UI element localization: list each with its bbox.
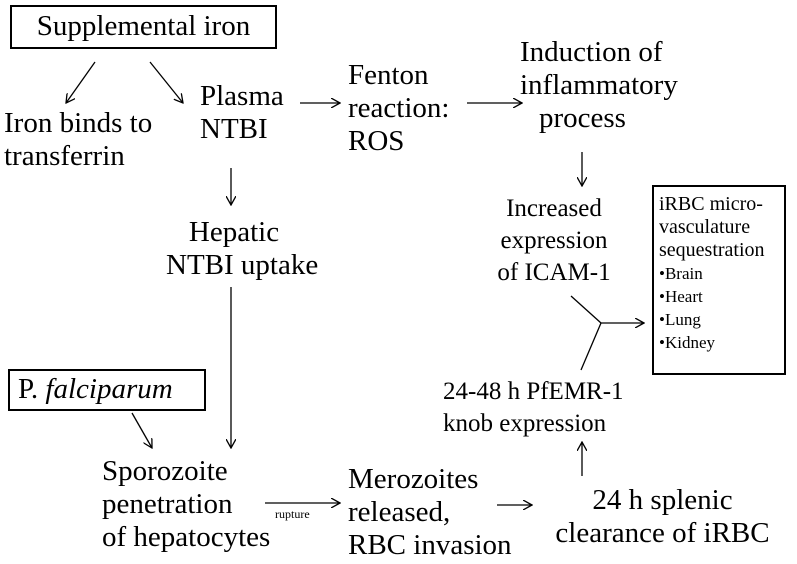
supplemental-iron-label: Supplemental iron xyxy=(36,10,251,42)
p-falciparum-label: P. falciparum xyxy=(10,371,204,406)
merozoites-line-1: Merozoites xyxy=(348,463,479,495)
sporozoite-line-3: of hepatocytes xyxy=(102,521,271,553)
junction-line-from-icam xyxy=(570,295,602,324)
sequestration-box: iRBC micro- vasculature sequestration •B… xyxy=(652,185,786,375)
splenic-line-2: clearance of iRBC xyxy=(555,517,770,549)
icam-line-2: expression xyxy=(500,227,608,254)
icam-expression-node: Increased expression of ICAM-1 xyxy=(490,193,618,289)
icam-line-3: of ICAM-1 xyxy=(497,259,611,286)
sporozoite-penetration-node: Sporozoite penetration of hepatocytes xyxy=(102,455,270,554)
hepatic-ntbi-uptake-node: Hepatic NTBI uptake xyxy=(166,216,319,282)
sequestration-title-line-3: sequestration xyxy=(659,239,765,261)
fenton-line-2: reaction: xyxy=(348,92,450,124)
arrow-supplemental-to-plasma xyxy=(149,61,183,103)
sequestration-title-line-2: vasculature xyxy=(659,216,751,238)
splenic-line-1: 24 h splenic xyxy=(592,484,733,516)
iron-binds-line-2: transferrin xyxy=(4,140,125,172)
splenic-clearance-node: 24 h splenic clearance of iRBC xyxy=(540,484,785,550)
arrow-supplemental-to-transferrin xyxy=(66,61,96,103)
induction-inflammatory-node: Induction of inflammatory process xyxy=(520,36,678,135)
iron-binds-line-1: Iron binds to xyxy=(4,107,153,139)
arrow-pfalciparum-to-sporozoite xyxy=(131,412,152,448)
organ-lung: •Lung xyxy=(659,310,701,329)
plasma-ntbi-line-1: Plasma xyxy=(200,80,284,112)
p-falciparum-prefix: P. xyxy=(18,373,46,405)
sporozoite-line-1: Sporozoite xyxy=(102,455,228,487)
fenton-line-3: ROS xyxy=(348,125,405,157)
merozoites-released-node: Merozoites released, RBC invasion xyxy=(348,463,512,562)
plasma-ntbi-node: Plasma NTBI xyxy=(200,80,284,146)
rupture-label: rupture xyxy=(275,507,310,521)
icam-line-1: Increased xyxy=(506,195,602,222)
sequestration-title-line-1: iRBC micro- xyxy=(659,193,763,215)
supplemental-iron-box: Supplemental iron xyxy=(10,5,277,49)
iron-binds-transferrin-node: Iron binds to transferrin xyxy=(4,107,152,173)
induction-line-2: inflammatory xyxy=(520,69,678,101)
organ-heart: •Heart xyxy=(659,287,703,306)
p-falciparum-box: P. falciparum xyxy=(8,369,206,411)
merozoites-line-3: RBC invasion xyxy=(348,529,512,561)
hepatic-line-1: Hepatic xyxy=(188,216,280,248)
fenton-reaction-node: Fenton reaction: ROS xyxy=(348,59,449,158)
organ-brain: •Brain xyxy=(659,264,703,283)
hepatic-line-2: NTBI uptake xyxy=(166,249,319,281)
fenton-line-1: Fenton xyxy=(348,59,429,91)
induction-line-3: process xyxy=(539,102,626,134)
plasma-ntbi-line-2: NTBI xyxy=(200,113,268,145)
sporozoite-line-2: penetration xyxy=(102,488,233,520)
pfemr-line-2: knob expression xyxy=(443,410,607,437)
merozoites-line-2: released, xyxy=(348,496,451,528)
pfemr-line-1: 24-48 h PfEMR-1 xyxy=(443,378,624,405)
pfemr-knob-expression-node: 24-48 h PfEMR-1 knob expression xyxy=(443,376,624,440)
sequestration-content: iRBC micro- vasculature sequestration •B… xyxy=(654,187,784,354)
p-falciparum-italic: falciparum xyxy=(45,373,173,405)
induction-line-1: Induction of xyxy=(520,36,663,68)
organ-kidney: •Kidney xyxy=(659,333,715,352)
junction-line-from-pfemr xyxy=(580,322,602,371)
